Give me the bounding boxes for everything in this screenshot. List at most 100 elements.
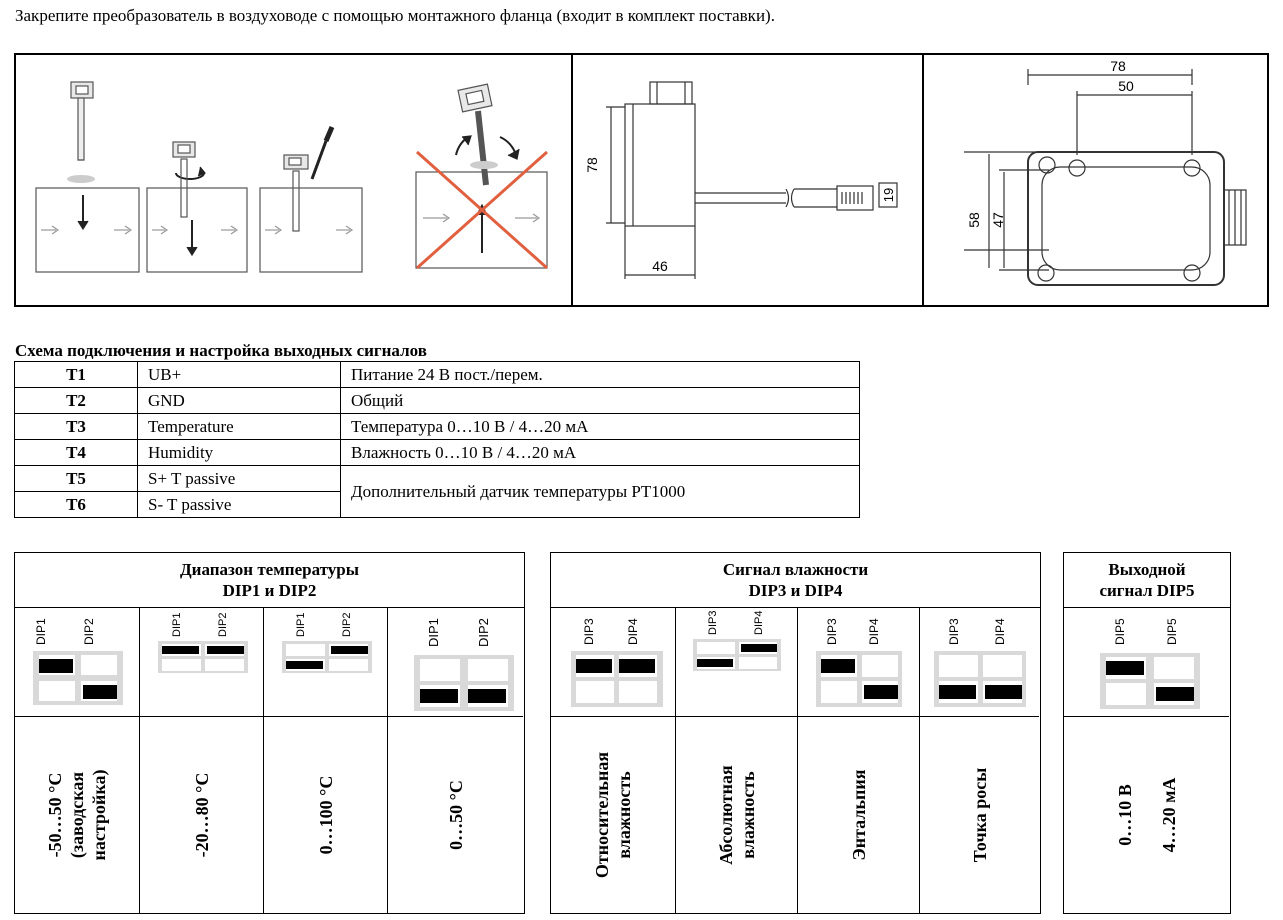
terminal-cell: T6 [14,491,138,518]
group-header: Диапазон температуры DIP1 и DIP2 [15,553,524,608]
dip-label: DIP3 [825,618,839,645]
side-width-label: 46 [652,258,668,274]
top-hole-spacing-x-label: 50 [1118,78,1134,94]
dip-label: DIP1 [171,613,183,637]
description-cell: Температура 0…10 В / 4…20 мА [340,413,860,440]
group-title: Сигнал влажности [722,560,869,579]
output-signal-group: Выходной сигнал DIP5 DIP5 DIP5 0…10 В 4…… [1063,552,1231,914]
value-text: 0…100 °C [315,775,336,855]
dip-option: DIP3 DIP4 Точка росы [919,607,1039,913]
value-text: Энтальпия [848,769,869,861]
option-value: Относительная влажность [551,717,675,913]
description-cell: Влажность 0…10 В / 4…20 мА [340,439,860,466]
dip-switch-diagram: DIP1 DIP2 [15,607,139,717]
value-text: Абсолютная влажность [715,765,758,865]
dip-label: DIP5 [1165,618,1179,645]
signal-cell: GND [137,387,341,414]
figure-divider [571,55,573,305]
dip-label: DIP2 [476,618,491,647]
step-3 [259,126,363,273]
value-text: 0…50 °C [445,780,466,850]
step-wrong [415,83,548,270]
description-cell: Питание 24 В пост./перем. [340,361,860,388]
dip-option: DIP1 DIP2 -50…50 °C (заводская настройка… [15,607,139,913]
dip-switch-diagram: DIP3 DIP4 [551,607,675,717]
dip-switch-diagram: DIP3 DIP4 [798,607,919,717]
option-value: -50…50 °C (заводская настройка) [15,717,139,913]
option-value: -20…80 °C [140,717,263,913]
dip-label: DIP3 [707,611,719,635]
table-row: T6 S- T passive [14,491,860,518]
dip-label: DIP2 [341,613,353,637]
value-text: Точка росы [969,767,990,863]
description-cell: Общий [340,387,860,414]
group-header: Сигнал влажности DIP3 и DIP4 [551,553,1040,608]
installation-steps-figure [16,55,571,305]
value-text: Относительная влажность [592,751,634,879]
dip-label: DIP1 [426,618,441,647]
value-text: -50…50 °C (заводская настройка) [45,769,109,861]
dip-option: DIP3 DIP4 Энтальпия [797,607,919,913]
option-value: Абсолютная влажность [676,717,797,913]
top-view-drawing: 78 50 58 47 [964,58,1247,286]
dip-label: DIP2 [217,613,229,637]
dip-label: DIP4 [867,618,881,645]
dip-option: DIP1 DIP2 0…50 °C [387,607,523,913]
table-row: T5 S+ T passive Дополнительный датчик те… [14,465,860,518]
option-value: 0…50 °C [388,717,523,913]
humidity-signal-group: Сигнал влажности DIP3 и DIP4 DIP3 DIP4 О… [550,552,1041,914]
group-subtitle: DIP3 и DIP4 [748,581,843,600]
installation-steps-drawing [35,81,548,273]
dip-option: DIP3 DIP4 Относительная влажность [551,607,675,913]
group-title: Выходной [1108,560,1186,579]
signal-cell: Temperature [137,413,341,440]
wiring-section-title: Схема подключения и настройка выходных с… [15,341,427,360]
dip-label: DIP3 [947,618,961,645]
signal-cell: S- T passive [137,491,341,518]
option-value: 0…100 °C [264,717,387,913]
dip-label: DIP4 [626,618,640,645]
dip-switch-diagram: DIP5 DIP5 [1064,607,1229,717]
terminal-cell: T1 [14,361,138,388]
terminal-cell: T3 [14,413,138,440]
wiring-table: T1 UB+ Питание 24 В пост./перем. T2 GND … [14,361,860,518]
dip-option: DIP5 DIP5 0…10 В 4…20 мА [1064,607,1229,913]
side-height-label: 78 [584,157,600,173]
side-view-figure: 78 46 19 [573,55,922,305]
figure-divider [922,55,924,305]
dip-switch-diagram: DIP1 DIP2 [264,607,387,717]
dip-switch-diagram: DIP3 DIP4 [676,607,797,717]
option-value: 0…10 В 4…20 мА [1064,717,1229,913]
installation-figures: 78 46 19 [14,53,1269,307]
dip-option: DIP1 DIP2 -20…80 °C [139,607,263,913]
side-view-drawing: 78 46 19 [584,81,898,279]
dip-label: DIP4 [993,618,1007,645]
value-text: 0…10 В 4…20 мА [1114,777,1179,853]
dip-label: DIP4 [753,611,765,635]
signal-cell: S+ T passive [137,465,341,492]
terminal-cell: T4 [14,439,138,466]
temperature-range-group: Диапазон температуры DIP1 и DIP2 DIP1 DI… [14,552,525,914]
dip-option: DIP1 DIP2 0…100 °C [263,607,387,913]
signal-cell: UB+ [137,361,341,388]
table-row: T3 Temperature Температура 0…10 В / 4…20… [14,413,860,440]
dip-switch-diagram: DIP1 DIP2 [140,607,263,717]
intro-text: Закрепите преобразователь в воздуховоде … [15,6,775,25]
dip-label: DIP1 [295,613,307,637]
dip-label: DIP3 [582,618,596,645]
dip-option: DIP3 DIP4 Абсолютная влажность [675,607,797,913]
top-outer-width-label: 78 [1110,58,1126,74]
dip-switch-diagram: DIP1 DIP2 [388,607,523,717]
top-outer-height-label: 58 [966,212,982,228]
top-hole-spacing-y-label: 47 [990,212,1006,228]
top-view-figure: 78 50 58 47 [924,55,1267,305]
group-header: Выходной сигнал DIP5 [1064,553,1230,608]
probe-tip-label: 19 [881,188,896,202]
group-title: Диапазон температуры [179,560,360,579]
group-subtitle: DIP1 и DIP2 [222,581,317,600]
dip-label: DIP1 [34,618,48,645]
table-row: T2 GND Общий [14,387,860,414]
dip-switch-diagram: DIP3 DIP4 [920,607,1039,717]
option-value: Точка росы [920,717,1039,913]
step-1 [35,81,140,273]
